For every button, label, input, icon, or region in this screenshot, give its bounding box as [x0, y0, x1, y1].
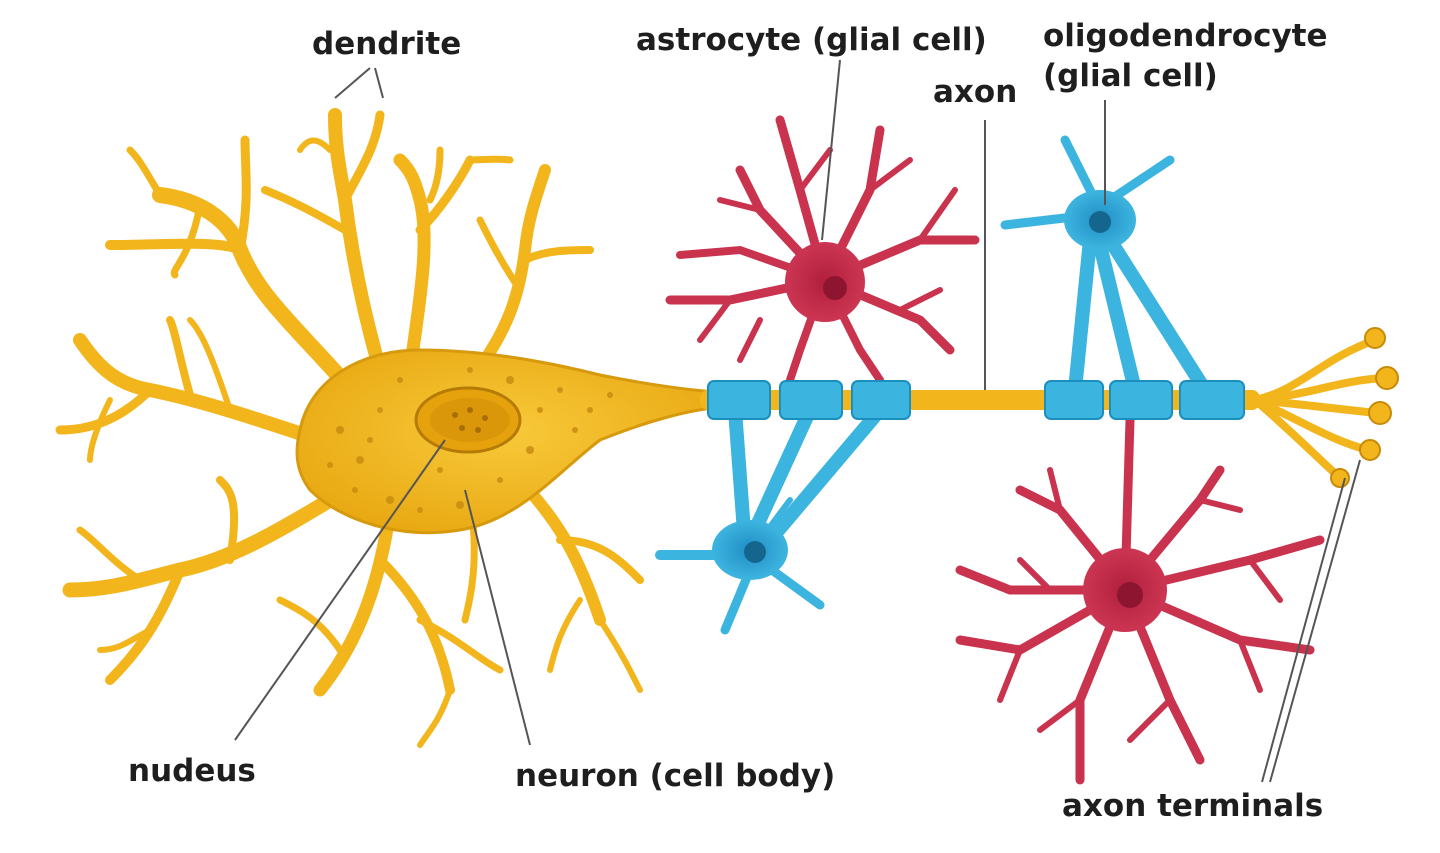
- label-neuron-cell-body: neuron (cell body): [515, 758, 836, 794]
- chromatin: [452, 407, 488, 433]
- label-oligodendrocyte-line1: oligodendrocyte: [1043, 18, 1328, 54]
- oligodendrocyte-right: [1000, 135, 1212, 397]
- oligodendrocyte-left: [655, 403, 887, 635]
- nucleus-inner: [430, 398, 510, 442]
- label-nucleus: nudeus: [128, 753, 256, 789]
- label-astrocyte: astrocyte (glial cell): [636, 22, 987, 58]
- axon-terminal-bulbs: [1330, 327, 1399, 488]
- astrocyte-bottom: [955, 415, 1325, 785]
- label-dendrite: dendrite: [312, 26, 462, 62]
- label-axon-terminals: axon terminals: [1062, 788, 1324, 824]
- leader-lines: [234, 59, 1361, 783]
- dendrites: [55, 108, 644, 748]
- astrocyte-top: [665, 115, 980, 384]
- label-axon: axon: [933, 74, 1018, 110]
- neuron: [55, 108, 1399, 748]
- myelin-sheaths: [707, 380, 1245, 420]
- label-oligodendrocyte-line2: (glial cell): [1043, 58, 1218, 94]
